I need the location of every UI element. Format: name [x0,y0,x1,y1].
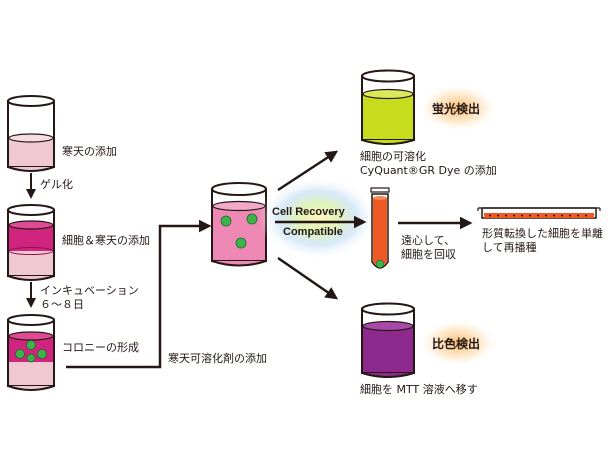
label-gel: ゲル化 [40,178,73,191]
title-fluor: 蛍光検出 [432,102,481,116]
arrow-to-fluor [277,150,339,192]
label-replate-2: して再播種 [482,241,537,254]
label-agar-add: 寒天の添加 [62,145,117,158]
label-color-1: 細胞を MTT 溶液へ移す [360,383,478,396]
arrow-to-color [277,256,339,300]
beaker-fluor [361,69,415,145]
culture-plate [477,207,601,219]
label-colony: コロニーの形成 [62,341,139,354]
beaker-color [361,302,415,378]
label-replate-1: 形質転換した細胞を単離 [482,227,603,240]
label-fluor-2: CyQuant®GR Dye の添加 [360,164,497,177]
label-fluor-1: 細胞の可溶化 [360,150,426,163]
label-centrifuge-2: 細胞を回収 [401,248,456,261]
color-glow [418,319,498,367]
centrifuge-tube [370,187,390,269]
label-solubilizer: 寒天可溶化剤の添加 [168,352,267,365]
arrow-solubilizer [66,219,212,369]
beaker-colony [7,314,55,391]
label-incubation-2: ６～８日 [40,298,84,311]
beaker-agar [7,95,55,172]
beaker-solubilized [211,182,267,267]
beaker-cell-agar [7,204,55,281]
cell-recovery-glow [258,176,378,260]
label-centrifuge-1: 遠心して、 [401,234,456,247]
label-compatible: Compatible [283,226,343,238]
label-incubation-1: インキュベーション [40,284,139,297]
label-cell-agar-add: 細胞＆寒天の添加 [62,234,150,247]
fluor-glow [418,84,498,132]
label-cell-recovery: Cell Recovery [272,206,345,218]
title-color: 比色検出 [432,337,481,351]
